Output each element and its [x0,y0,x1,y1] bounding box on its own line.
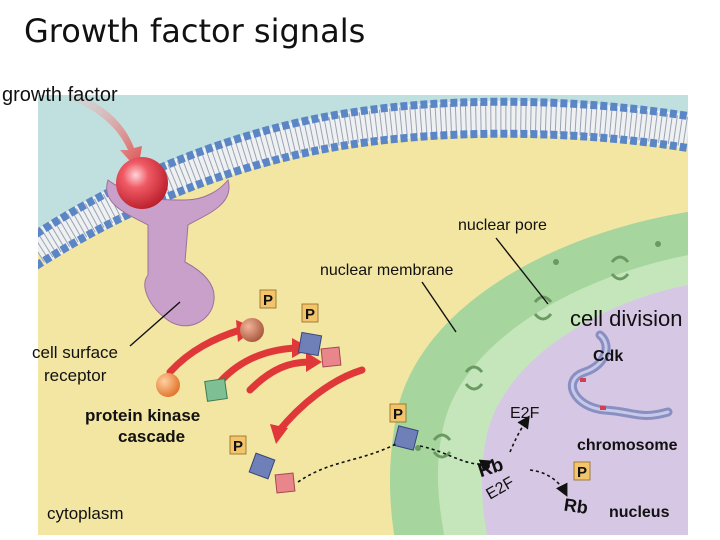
protein-kinase-cascade-label-1: protein kinase [85,406,200,425]
kinase-blue-cube-nuclear [393,425,419,451]
kinase-brown-sphere [240,318,264,342]
nuclear-envelope [390,211,688,535]
signal-path-2 [419,445,493,472]
cytoplasm-label: cytoplasm [47,504,124,523]
growth-factor-ligand [116,157,168,209]
phosphate-tag: P [389,403,407,423]
callout-lines [129,237,549,347]
svg-text:P: P [577,464,587,481]
phosphate-tag: P [229,435,247,455]
kinase-orange-sphere [156,373,180,397]
kinase-blue-cube-2 [248,452,276,480]
cell-surface-receptor-label-1: cell surface [32,343,118,362]
cell-division-label: cell division [570,306,683,331]
svg-text:P: P [393,406,403,423]
cdk-label: Cdk [593,348,623,365]
protein-kinase-cascade-label-2: cascade [118,427,185,446]
phosphate-tag: P [301,303,319,323]
svg-text:P: P [263,292,273,309]
growth-factor-arrow [72,92,142,170]
nuclear-pore-label: nuclear pore [458,217,547,234]
signal-path-4 [529,469,568,497]
kinase-pink-cube-2 [274,472,296,494]
cell-surface-receptor-label-2: receptor [44,366,107,385]
svg-text:P: P [233,438,243,455]
phosphate-tag: P [259,289,277,309]
nucleoplasm [481,284,688,535]
chromosome-label: chromosome [577,437,678,454]
page-title: Growth factor signals [24,12,366,50]
kinase-blue-cube-1 [297,331,323,357]
phosphate-tag: P [573,461,591,481]
growth-factor-label: growth factor [2,84,118,106]
kinase-pink-cube-1 [320,346,342,368]
kinase-cascade-arrows [166,326,366,436]
signal-path-3 [509,415,530,453]
rb-free-label: Rb [563,495,590,518]
e2f-label: E2F [510,405,540,422]
nucleus-label: nucleus [609,504,670,521]
extracellular-region [38,95,688,250]
svg-text:P: P [305,306,315,323]
nuclear-membrane-label: nuclear membrane [320,262,454,279]
kinase-green-cube [204,378,228,402]
